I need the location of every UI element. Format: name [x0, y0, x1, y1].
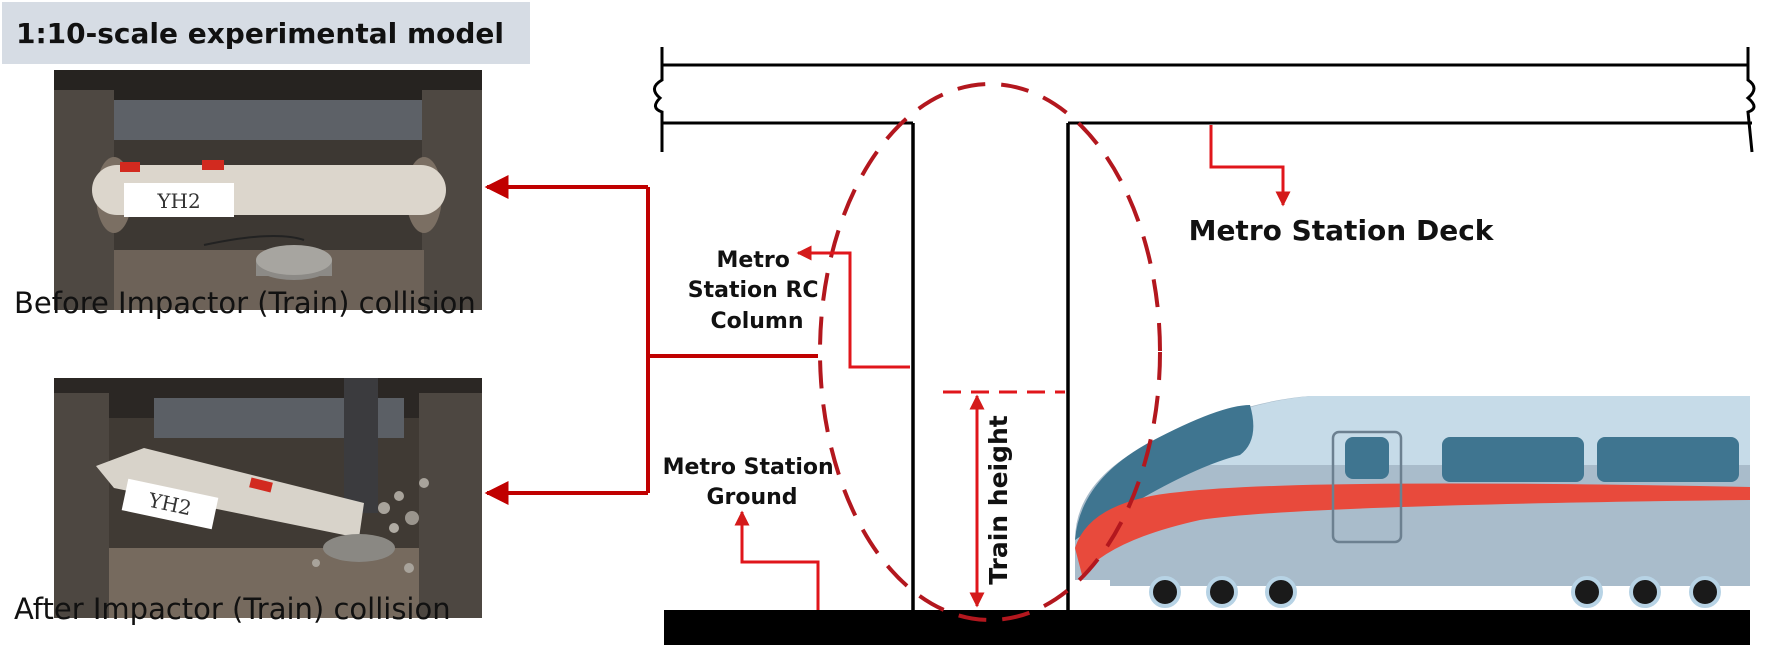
rc-column: [911, 123, 1070, 610]
deck-label: Metro Station Deck: [1189, 214, 1495, 247]
page-title: 1:10-scale experimental model: [16, 16, 505, 50]
train-illustration: [1075, 396, 1750, 608]
before-collision-photo-image: YH2: [54, 70, 482, 310]
ground-label-arrow: [734, 510, 820, 610]
photo-connector-arrows: [484, 175, 818, 505]
deck-label-arrow: [1209, 125, 1291, 207]
train-height-label: Train height: [984, 415, 1013, 585]
metro-station-ground: [664, 610, 1750, 645]
impact-zone-ellipse: [818, 82, 1162, 622]
column-label: Metro Station RC Column: [688, 248, 826, 334]
before-specimen-tag: YH2: [156, 189, 200, 213]
photo-after-collision: YH2: [54, 378, 482, 618]
ground-label: Metro Station Ground: [663, 455, 842, 510]
after-collision-photo-image: YH2: [54, 378, 482, 618]
photo-before-collision: YH2: [54, 70, 482, 310]
after-collision-caption: After Impactor (Train) collision: [14, 592, 451, 626]
before-collision-caption: Before Impactor (Train) collision: [14, 286, 476, 320]
train-height-marker: [943, 390, 1065, 608]
metro-deck-structure: [653, 47, 1756, 153]
column-label-arrow: [796, 245, 910, 369]
title-banner: 1:10-scale experimental model: [2, 2, 530, 64]
